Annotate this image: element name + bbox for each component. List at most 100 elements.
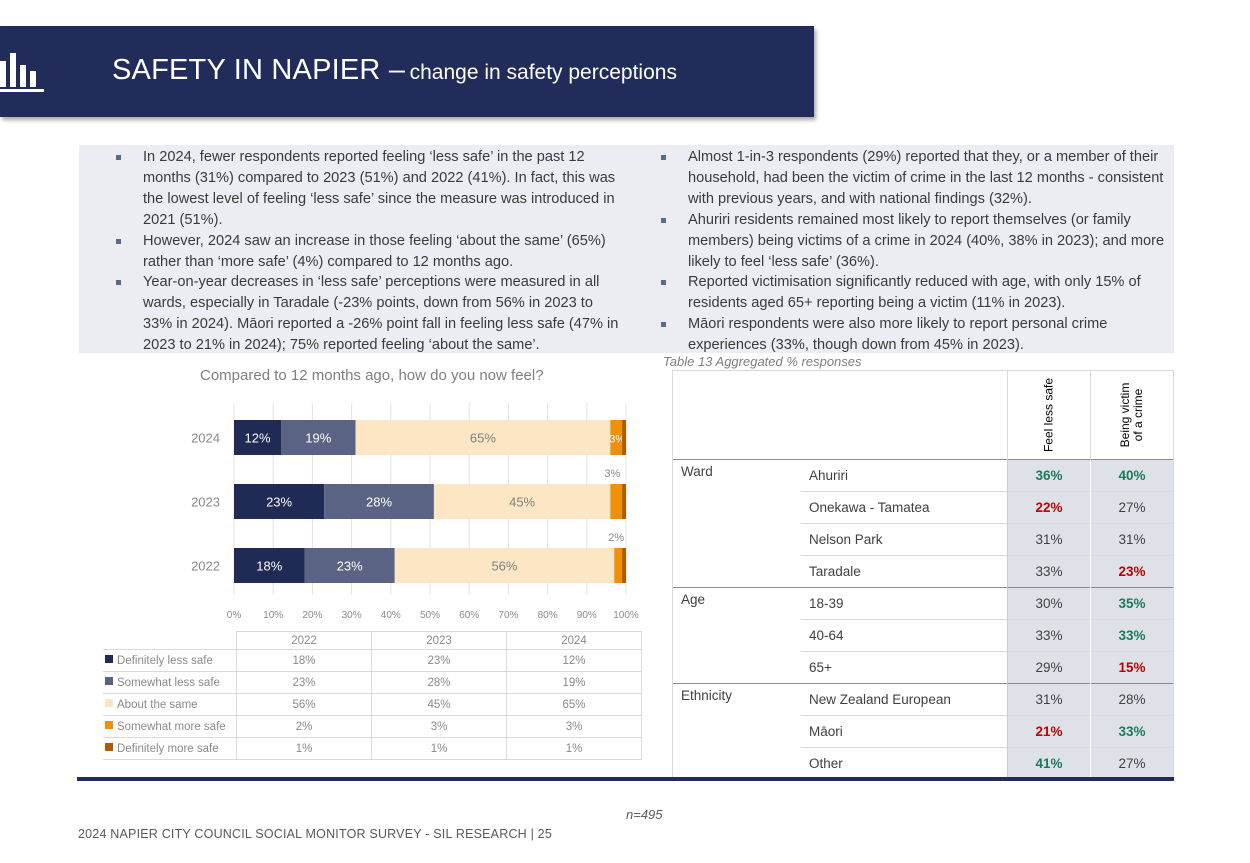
feel-less-safe-cell: 31% <box>1007 683 1091 716</box>
data-label: 23% <box>266 495 292 510</box>
feel-less-safe-cell: 33% <box>1007 619 1091 652</box>
feel-less-safe-cell: 41% <box>1007 747 1091 780</box>
legend-label: Definitely less safe <box>117 654 213 667</box>
x-tick-label: 90% <box>577 610 597 621</box>
x-tick-label: 30% <box>342 610 362 621</box>
bar-segment <box>234 484 325 519</box>
page-title-sub: change in safety perceptions <box>409 61 677 84</box>
x-tick-label: 100% <box>613 610 639 621</box>
bar-segment <box>355 420 611 455</box>
legend-label: Somewhat less safe <box>117 676 220 689</box>
data-label: 65% <box>470 431 496 446</box>
bar-segment <box>281 420 356 455</box>
data-label: 45% <box>509 495 535 510</box>
summary-bullet: Year-on-year decreases in ‘less safe’ pe… <box>116 272 621 356</box>
page-footer: 2024 NAPIER CITY COUNCIL SOCIAL MONITOR … <box>78 827 552 841</box>
bar-segment <box>614 548 623 583</box>
feel-less-safe-cell: 21% <box>1007 715 1091 748</box>
bar-segment <box>304 548 395 583</box>
data-table-cell: 56% <box>236 693 372 716</box>
bar-chart-icon <box>0 53 44 92</box>
bar-segment <box>610 484 623 519</box>
victim-cell: 33% <box>1090 715 1174 748</box>
legend-swatch <box>105 743 113 752</box>
data-label: 19% <box>305 431 331 446</box>
x-tick-label: 40% <box>381 610 401 621</box>
bar-segment <box>234 548 305 583</box>
category-label: 2023 <box>191 495 220 510</box>
year-header: 2023 <box>371 631 507 650</box>
table-caption: Table 13 Aggregated % responses <box>663 354 862 369</box>
sample-size-note: n=495 <box>626 807 663 822</box>
data-label: 18% <box>256 559 282 574</box>
page-title-main: SAFETY IN NAPIER – <box>112 54 406 86</box>
bar-segment <box>622 548 626 583</box>
data-table-cell: 23% <box>371 649 507 672</box>
bar-segment <box>394 548 615 583</box>
x-tick-label: 60% <box>459 610 479 621</box>
victim-cell: 33% <box>1090 619 1174 652</box>
data-table-row: About the same 56%45%65% <box>103 693 642 716</box>
summary-left-list: In 2024, fewer respondents reported feel… <box>116 147 621 356</box>
data-label: 56% <box>491 559 517 574</box>
row-label: Ahuriri <box>801 459 1008 492</box>
data-label: 3% <box>604 468 620 480</box>
row-label: Nelson Park <box>801 523 1008 556</box>
x-tick-label: 20% <box>302 610 322 621</box>
legend-swatch <box>105 699 113 708</box>
legend-swatch <box>105 721 113 730</box>
legend-swatch <box>105 655 113 664</box>
data-table-cell: 12% <box>506 649 642 672</box>
summary-bullet: Ahuriri residents remained most likely t… <box>661 210 1166 273</box>
summary-bullet: Reported victimisation significantly red… <box>661 272 1166 314</box>
summary-bullet: In 2024, fewer respondents reported feel… <box>116 147 621 231</box>
summary-bullet: However, 2024 saw an increase in those f… <box>116 231 621 273</box>
divider-rule <box>77 777 1174 781</box>
year-header: 2022 <box>236 631 372 650</box>
data-table-cell: 2% <box>236 715 372 738</box>
group-label: Age <box>672 587 801 684</box>
summary-bullet: Almost 1-in-3 respondents (29%) reported… <box>661 147 1166 210</box>
year-header: 2024 <box>506 631 642 650</box>
victim-cell: 15% <box>1090 651 1174 684</box>
row-label: Taradale <box>801 555 1008 588</box>
summary-right-list: Almost 1-in-3 respondents (29%) reported… <box>661 147 1166 356</box>
row-label: 65+ <box>801 651 1008 684</box>
feel-less-safe-cell: 33% <box>1007 555 1091 588</box>
x-tick-label: 50% <box>420 610 440 621</box>
victim-cell: 27% <box>1090 747 1174 780</box>
data-table-cell: 3% <box>371 715 507 738</box>
feel-less-safe-cell: 31% <box>1007 523 1091 556</box>
victim-cell: 23% <box>1090 555 1174 588</box>
row-label: New Zealand European <box>801 683 1008 716</box>
summary-box: In 2024, fewer respondents reported feel… <box>79 145 1174 353</box>
victim-cell: 35% <box>1090 587 1174 620</box>
data-table-cell: 65% <box>506 693 642 716</box>
legend-label: Somewhat more safe <box>117 720 226 733</box>
victim-cell: 27% <box>1090 491 1174 524</box>
bar-segment <box>324 484 434 519</box>
bar-segment <box>433 484 611 519</box>
legend-label: About the same <box>117 698 198 711</box>
row-label: Other <box>801 747 1008 780</box>
table-row: 65+29%15% <box>673 651 1174 684</box>
row-label: 40-64 <box>801 619 1008 652</box>
col-header-feel-less-safe: Feel less safe <box>1007 370 1091 460</box>
page-header: SAFETY IN NAPIER – change in safety perc… <box>0 26 814 117</box>
bar-segment <box>234 420 282 455</box>
data-table-cell: 45% <box>371 693 507 716</box>
group-label: Ethnicity <box>672 683 801 780</box>
